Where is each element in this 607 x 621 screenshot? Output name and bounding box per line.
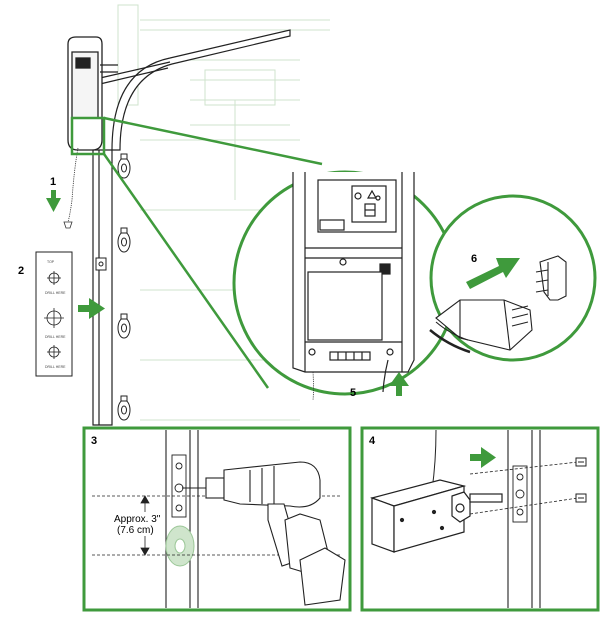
screw-icon [575,457,587,503]
magnified-unit-circle: 5 [232,170,458,401]
door-track [92,29,291,426]
up-arrow-icon [389,372,409,396]
crosshair-icon [44,308,64,328]
template-drill-label-2: DRILL HERE [45,335,66,339]
panel-3: 3 Approx. 3" (7.6 c [82,426,352,612]
measurement-line-2: (7.6 cm) [117,525,154,536]
release-cord [63,147,79,229]
right-arrow-icon [470,447,496,468]
diagonal-arrow-icon [466,258,520,289]
step-1-group: 1 [46,176,61,212]
template-top-label: TOP [47,260,55,264]
step-3-label: 3 [91,435,97,447]
opener-box [369,479,503,553]
connector-detail-circle: 6 [429,194,597,362]
template-drill-label-3: DRILL HERE [45,365,66,369]
step-4-label: 4 [369,435,376,447]
step-1-label: 1 [50,176,56,188]
door-hinges [95,153,131,421]
step-6-label: 6 [471,253,477,265]
magnify-source-box [70,116,106,156]
right-arrow-icon [78,298,105,319]
down-arrow-icon [46,190,61,212]
garage-door-background [117,4,330,421]
ghost-hinge [165,525,195,567]
panel-4: 4 [360,426,600,612]
opener-unit [67,36,118,151]
magnify-connector [102,116,323,389]
crosshair-icon [47,345,61,359]
drill-icon [182,461,346,606]
template-drill-label-1: DRILL HERE [45,291,66,295]
step-2-group: 2 TOP DRILL HERE DRILL HERE DRILL HERE [18,251,105,377]
crosshair-icon [47,271,61,285]
measurement-line-1: Approx. 3" [114,514,161,525]
step-5-label: 5 [350,387,356,399]
step-2-label: 2 [18,265,24,277]
